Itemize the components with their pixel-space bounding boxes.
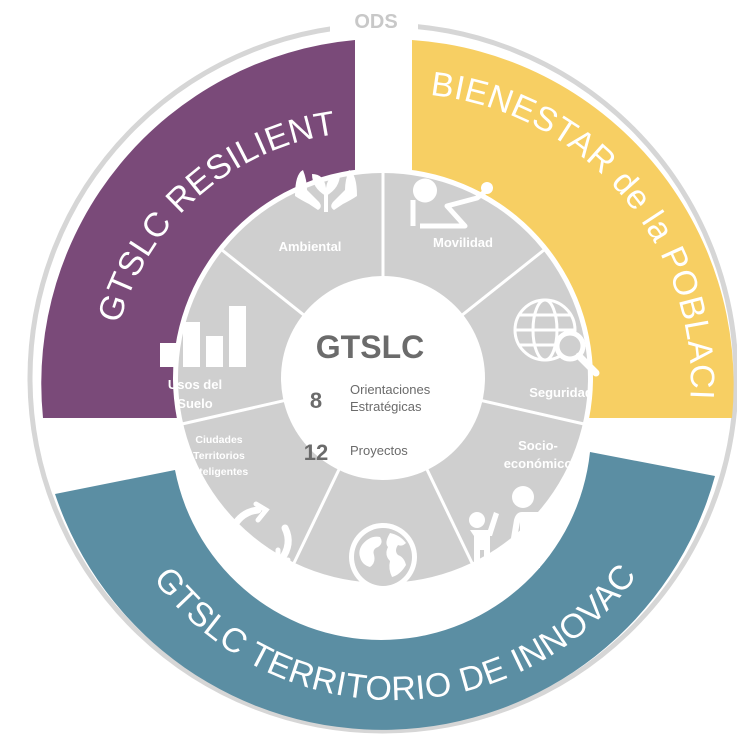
stat-orientaciones-line2: Estratégicas bbox=[350, 399, 422, 414]
stat-orientaciones-number: 8 bbox=[310, 388, 322, 413]
stat-proyectos-line1: Proyectos bbox=[350, 443, 408, 458]
segment-label-ciudades: Ciudades bbox=[195, 434, 242, 446]
route-pin-icon bbox=[410, 178, 493, 229]
globe-search-icon bbox=[513, 298, 600, 377]
segment-label-economico: económico bbox=[504, 456, 573, 471]
segment-label-inteligentes: Inteligentes bbox=[190, 466, 249, 478]
band-bienestar bbox=[412, 40, 734, 418]
segment-socioeconomico: Socio- económico bbox=[466, 438, 572, 568]
segment-label-territorios: Territorios bbox=[193, 450, 245, 462]
segment-ambiental: Ambiental bbox=[279, 170, 357, 254]
segment-label-socio: Socio- bbox=[518, 438, 558, 453]
segment-movilidad: Movilidad bbox=[410, 178, 493, 250]
segment-label-usos: Usos del bbox=[168, 377, 222, 392]
family-icon bbox=[466, 486, 550, 568]
segment-label-ambiental: Ambiental bbox=[279, 239, 342, 254]
center-disc bbox=[281, 276, 485, 480]
segment-label-seguridad: Seguridad bbox=[529, 385, 593, 400]
recycle-arrows-icon bbox=[223, 501, 292, 578]
ods-label: ODS bbox=[354, 11, 397, 33]
segment-seguridad: Seguridad bbox=[513, 298, 600, 400]
stat-orientaciones-line1: Orientaciones bbox=[350, 382, 431, 397]
segment-usos-del-suelo: Usos del Suelo bbox=[160, 306, 246, 411]
segment-label-suelo: Suelo bbox=[177, 396, 212, 411]
segment-ciudades-inteligentes: Ciudades Territorios Inteligentes bbox=[190, 434, 292, 578]
band-resiliente bbox=[41, 40, 355, 418]
segment-wheel bbox=[178, 172, 588, 583]
bar-chart-icon bbox=[160, 306, 246, 367]
globe-icon bbox=[349, 523, 417, 591]
hands-plant-icon bbox=[295, 170, 357, 212]
center-title: GTSLC bbox=[316, 329, 424, 365]
stat-proyectos-number: 12 bbox=[304, 440, 328, 465]
segment-turismo: Turismo bbox=[349, 523, 417, 614]
segment-label-movilidad: Movilidad bbox=[433, 235, 493, 250]
band-innovacion bbox=[55, 452, 715, 730]
segment-label-turismo: Turismo bbox=[358, 599, 408, 614]
